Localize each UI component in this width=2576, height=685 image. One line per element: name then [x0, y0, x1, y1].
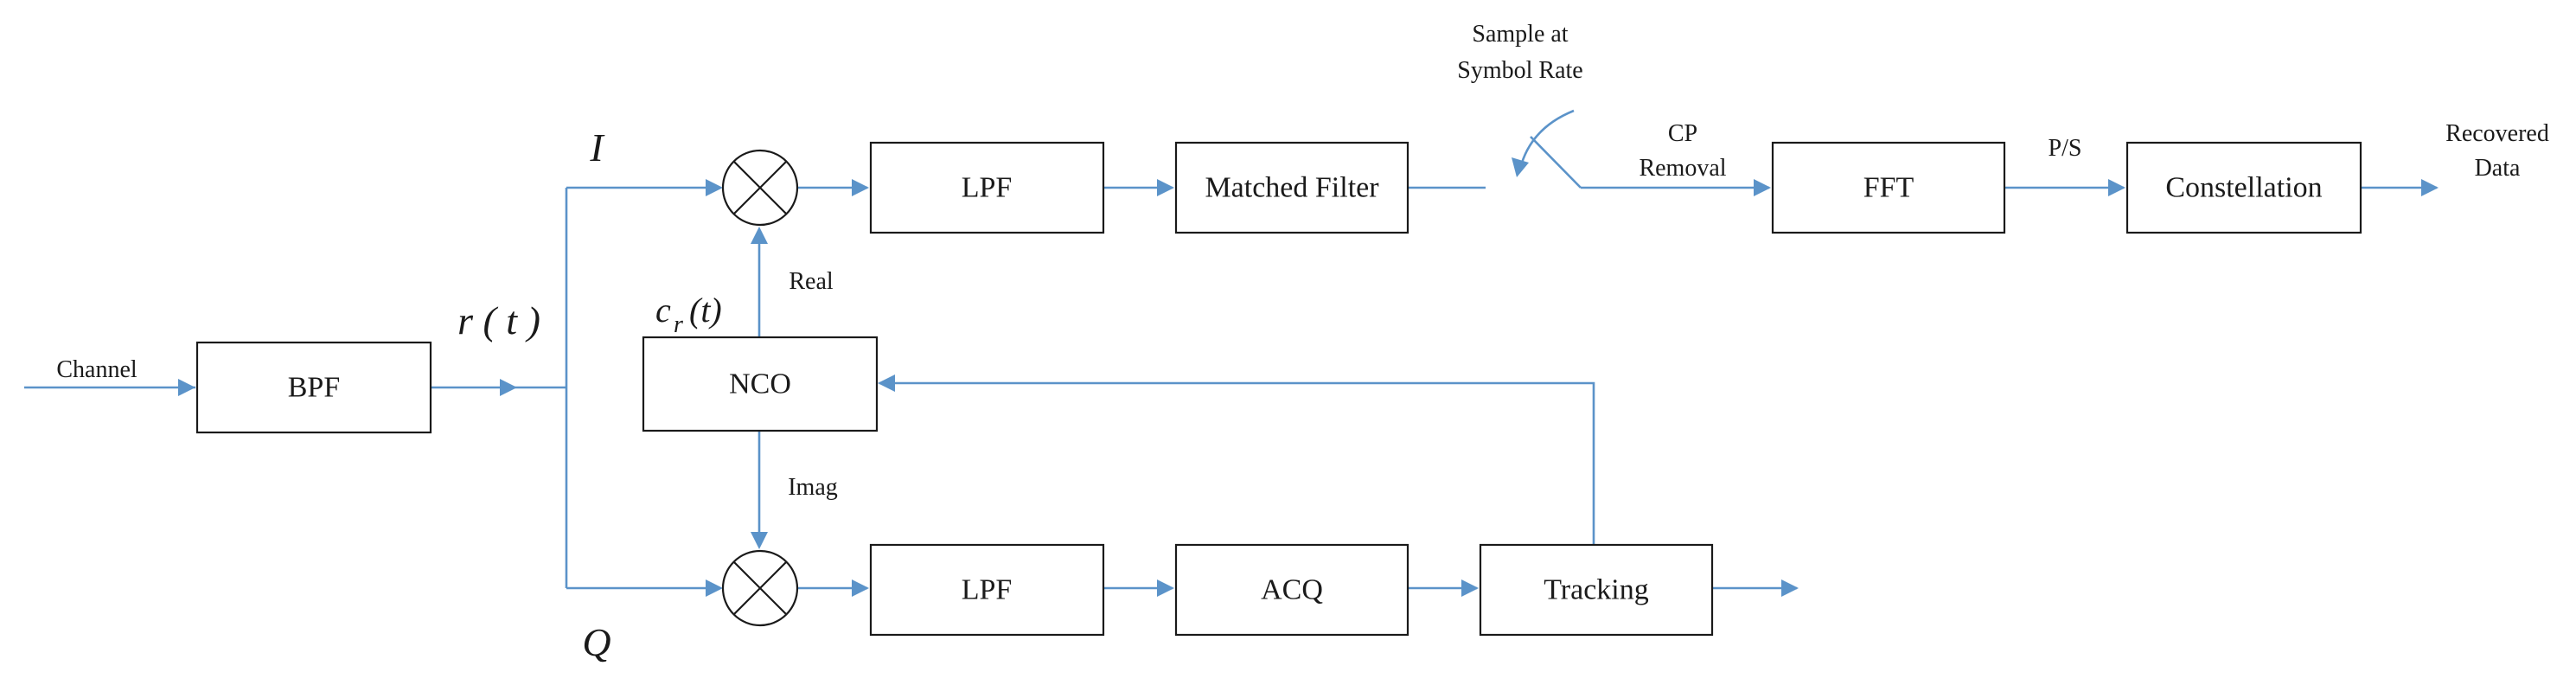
data-label: Data — [2475, 155, 2521, 182]
channel-label: Channel — [56, 356, 137, 383]
r-t-label: r ( t ) — [457, 298, 540, 342]
arrow-into-fft — [1754, 179, 1771, 196]
cr-c: c — [655, 291, 671, 330]
constellation-label: Constellation — [2165, 172, 2322, 204]
acq-block — [1174, 543, 1409, 637]
arrow-recovered-data — [2421, 179, 2439, 196]
lpf-q-label: LPF — [962, 574, 1013, 606]
matched-filter-block — [1174, 141, 1409, 234]
removal-label: Removal — [1639, 155, 1726, 182]
arrow-into-tracking — [1461, 579, 1479, 597]
i-branch-label: I — [589, 125, 605, 170]
arrow-imag-into-mixer — [751, 532, 768, 549]
imag-label: Imag — [788, 474, 838, 501]
arrow-into-i-mixer — [706, 179, 723, 196]
cr-t: (t) — [689, 291, 722, 330]
lpf-q-block — [869, 543, 1105, 637]
cr-t-label: c r (t) — [655, 291, 722, 338]
arrow-into-q-mixer — [706, 579, 723, 597]
arrow-real-into-mixer — [751, 227, 768, 244]
arrow-feedback-into-nco — [878, 375, 895, 392]
nco-block — [642, 336, 879, 432]
wire-tracking-feedback — [879, 381, 1595, 547]
arrow-rt — [500, 379, 517, 396]
bpf-label: BPF — [288, 372, 341, 404]
acq-label: ACQ — [1261, 574, 1323, 606]
cp-label: CP — [1668, 120, 1697, 147]
arrow-into-constellation — [2108, 179, 2125, 196]
real-label: Real — [789, 268, 834, 295]
arrow-tracking-out — [1781, 579, 1799, 597]
symbol-rate-label: Symbol Rate — [1457, 57, 1582, 84]
i-mixer — [721, 149, 799, 227]
arrow-into-bpf — [178, 379, 195, 396]
lpf-i-block — [869, 141, 1105, 234]
arrow-into-mf — [1157, 179, 1174, 196]
tracking-block — [1479, 543, 1714, 637]
bpf-block — [195, 341, 432, 434]
q-mixer — [721, 549, 799, 627]
constellation-block — [2125, 141, 2362, 234]
arrow-into-lpf-i — [852, 179, 869, 196]
sampler-switch — [1530, 136, 1582, 189]
sampler-rotation-arrowhead — [1512, 157, 1529, 177]
lpf-i-label: LPF — [962, 172, 1013, 204]
arrow-into-lpf-q — [852, 579, 869, 597]
cr-subscript: r — [674, 311, 683, 338]
fft-block — [1771, 141, 2006, 234]
arrow-into-acq — [1157, 579, 1174, 597]
recovered-label: Recovered — [2445, 120, 2549, 147]
matched-filter-label: Matched Filter — [1205, 172, 1379, 204]
nco-label: NCO — [729, 368, 791, 400]
q-branch-label: Q — [582, 620, 610, 664]
fft-label: FFT — [1863, 172, 1914, 204]
ps-label: P/S — [2049, 135, 2082, 162]
sample-at-label: Sample at — [1472, 21, 1568, 48]
tracking-label: Tracking — [1544, 574, 1649, 606]
sampler-rotation-arc — [1518, 109, 1575, 170]
